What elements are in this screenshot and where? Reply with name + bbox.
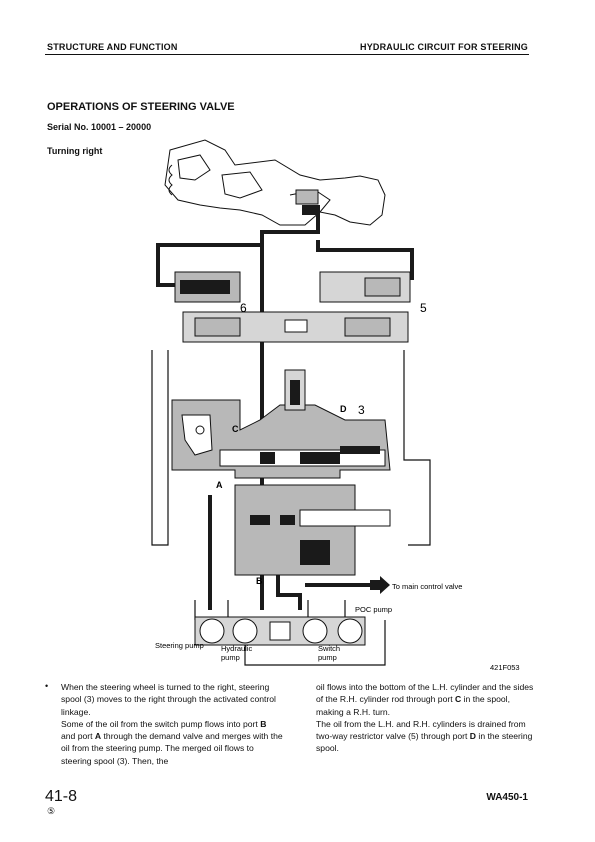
label-item-3: 3 — [358, 403, 365, 417]
label-poc-pump: POC pump — [355, 605, 392, 614]
linkage-valve-top — [295, 189, 320, 215]
priority-valve-body — [234, 484, 391, 576]
header-section-title: STRUCTURE AND FUNCTION — [47, 42, 178, 52]
label-item-5: 5 — [420, 301, 427, 315]
label-switch: Switch — [318, 644, 340, 653]
body-right-column: oil flows into the bottom of the L.H. cy… — [316, 681, 538, 755]
diagram-caption: Turning right — [47, 146, 103, 156]
label-port-d: D — [340, 404, 347, 414]
paragraph-4: The oil from the L.H. and R.H. cylinders… — [316, 718, 533, 754]
label-hydraulic: Hydraulic — [221, 644, 253, 653]
restrictor-valve — [319, 271, 411, 303]
header-rule — [45, 54, 529, 56]
control-linkage — [181, 414, 213, 456]
label-to-main-control-valve: To main control valve — [392, 582, 462, 591]
paragraph-1: When the steering wheel is turned to the… — [61, 682, 276, 717]
label-hydraulic-pump: pump — [221, 653, 240, 662]
label-switch-pump: pump — [318, 653, 337, 662]
flow-arrow-icon — [370, 576, 390, 594]
serial-number: Serial No. 10001 – 20000 — [47, 122, 152, 132]
revision-mark: ⑤ — [47, 806, 56, 816]
pump-group — [194, 616, 366, 646]
label-steering-pump: Steering pump — [155, 641, 204, 650]
paragraph-3: oil flows into the bottom of the L.H. cy… — [316, 682, 534, 717]
page-number: 41-8 — [45, 788, 78, 805]
label-port-b: B — [256, 576, 263, 586]
label-port-a: A — [216, 480, 223, 490]
steering-valve-body — [171, 369, 391, 479]
demand-valve-body — [182, 311, 409, 343]
paragraph-2: Some of the oil from the switch pump flo… — [61, 718, 283, 766]
bullet-marker: • — [45, 681, 49, 691]
label-item-6: 6 — [240, 301, 247, 315]
left-cylinder — [174, 271, 241, 303]
label-port-c: C — [232, 424, 239, 434]
loader-outline-illustration — [164, 139, 386, 226]
model-number: WA450-1 — [486, 792, 528, 803]
header-chapter-title: HYDRAULIC CIRCUIT FOR STEERING — [360, 42, 528, 52]
body-left-column: When the steering wheel is turned to the… — [61, 681, 283, 767]
figure-code: 421F053 — [490, 663, 520, 672]
page-title: OPERATIONS OF STEERING VALVE — [47, 101, 235, 113]
